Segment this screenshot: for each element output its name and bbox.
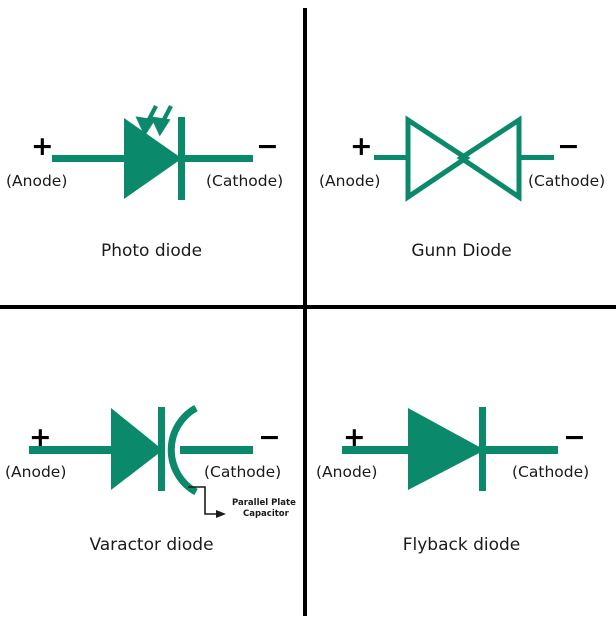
varactor-diode-symbol bbox=[29, 404, 253, 518]
photo-diode-symbol bbox=[52, 105, 253, 200]
varactor-diode-minus-sign: − bbox=[258, 422, 281, 453]
varactor-diode-anode-label: (Anode) bbox=[5, 463, 67, 481]
photo-diode-caption: Photo diode bbox=[100, 241, 203, 261]
quadrant-gunn-diode: + − (Anode) (Cathode) Gunn Diode bbox=[307, 0, 616, 305]
horizontal-divider bbox=[0, 305, 616, 309]
flyback-diode-stage: + − (Anode) (Cathode) Flyback diode bbox=[307, 309, 616, 628]
photo-diode-anode-label: (Anode) bbox=[6, 172, 68, 190]
gunn-diode-cathode-label: (Cathode) bbox=[528, 172, 606, 190]
gunn-diode-symbol bbox=[374, 115, 554, 202]
gunn-diode-plus-sign: + bbox=[350, 131, 373, 162]
gunn-diode-caption: Gunn Diode bbox=[411, 241, 512, 261]
varactor-capacitor-annotation-line2: Capacitor bbox=[243, 509, 289, 519]
gunn-diode-anode-label: (Anode) bbox=[319, 172, 381, 190]
gunn-diode-stage: + − (Anode) (Cathode) Gunn Diode bbox=[307, 0, 616, 305]
photo-diode-plus-sign: + bbox=[31, 131, 54, 162]
photo-diode-stage: + − (Anode) (Cathode) Photo diode bbox=[0, 0, 303, 305]
varactor-diode-plus-sign: + bbox=[29, 422, 52, 453]
vertical-divider bbox=[303, 8, 307, 616]
flyback-diode-cathode-label: (Cathode) bbox=[512, 463, 590, 481]
varactor-diode-stage: + − (Anode) (Cathode) Parallel Plate Cap… bbox=[0, 309, 303, 628]
flyback-diode-minus-sign: − bbox=[563, 422, 586, 453]
varactor-capacitor-annotation-line1: Parallel Plate bbox=[232, 498, 296, 508]
photo-diode-cathode-label: (Cathode) bbox=[206, 172, 284, 190]
flyback-diode-plus-sign: + bbox=[343, 422, 366, 453]
quadrant-varactor-diode: + − (Anode) (Cathode) Parallel Plate Cap… bbox=[0, 309, 303, 628]
flyback-diode-caption: Flyback diode bbox=[402, 535, 521, 555]
gunn-diode-minus-sign: − bbox=[557, 131, 580, 162]
flyback-diode-symbol bbox=[342, 407, 558, 491]
quadrant-flyback-diode: + − (Anode) (Cathode) Flyback diode bbox=[307, 309, 616, 628]
photo-diode-minus-sign: − bbox=[256, 131, 279, 162]
varactor-diode-caption: Varactor diode bbox=[89, 535, 214, 555]
flyback-diode-anode-label: (Anode) bbox=[316, 463, 378, 481]
varactor-diode-cathode-label: (Cathode) bbox=[204, 463, 282, 481]
quadrant-photo-diode: + − (Anode) (Cathode) Photo diode bbox=[0, 0, 303, 305]
